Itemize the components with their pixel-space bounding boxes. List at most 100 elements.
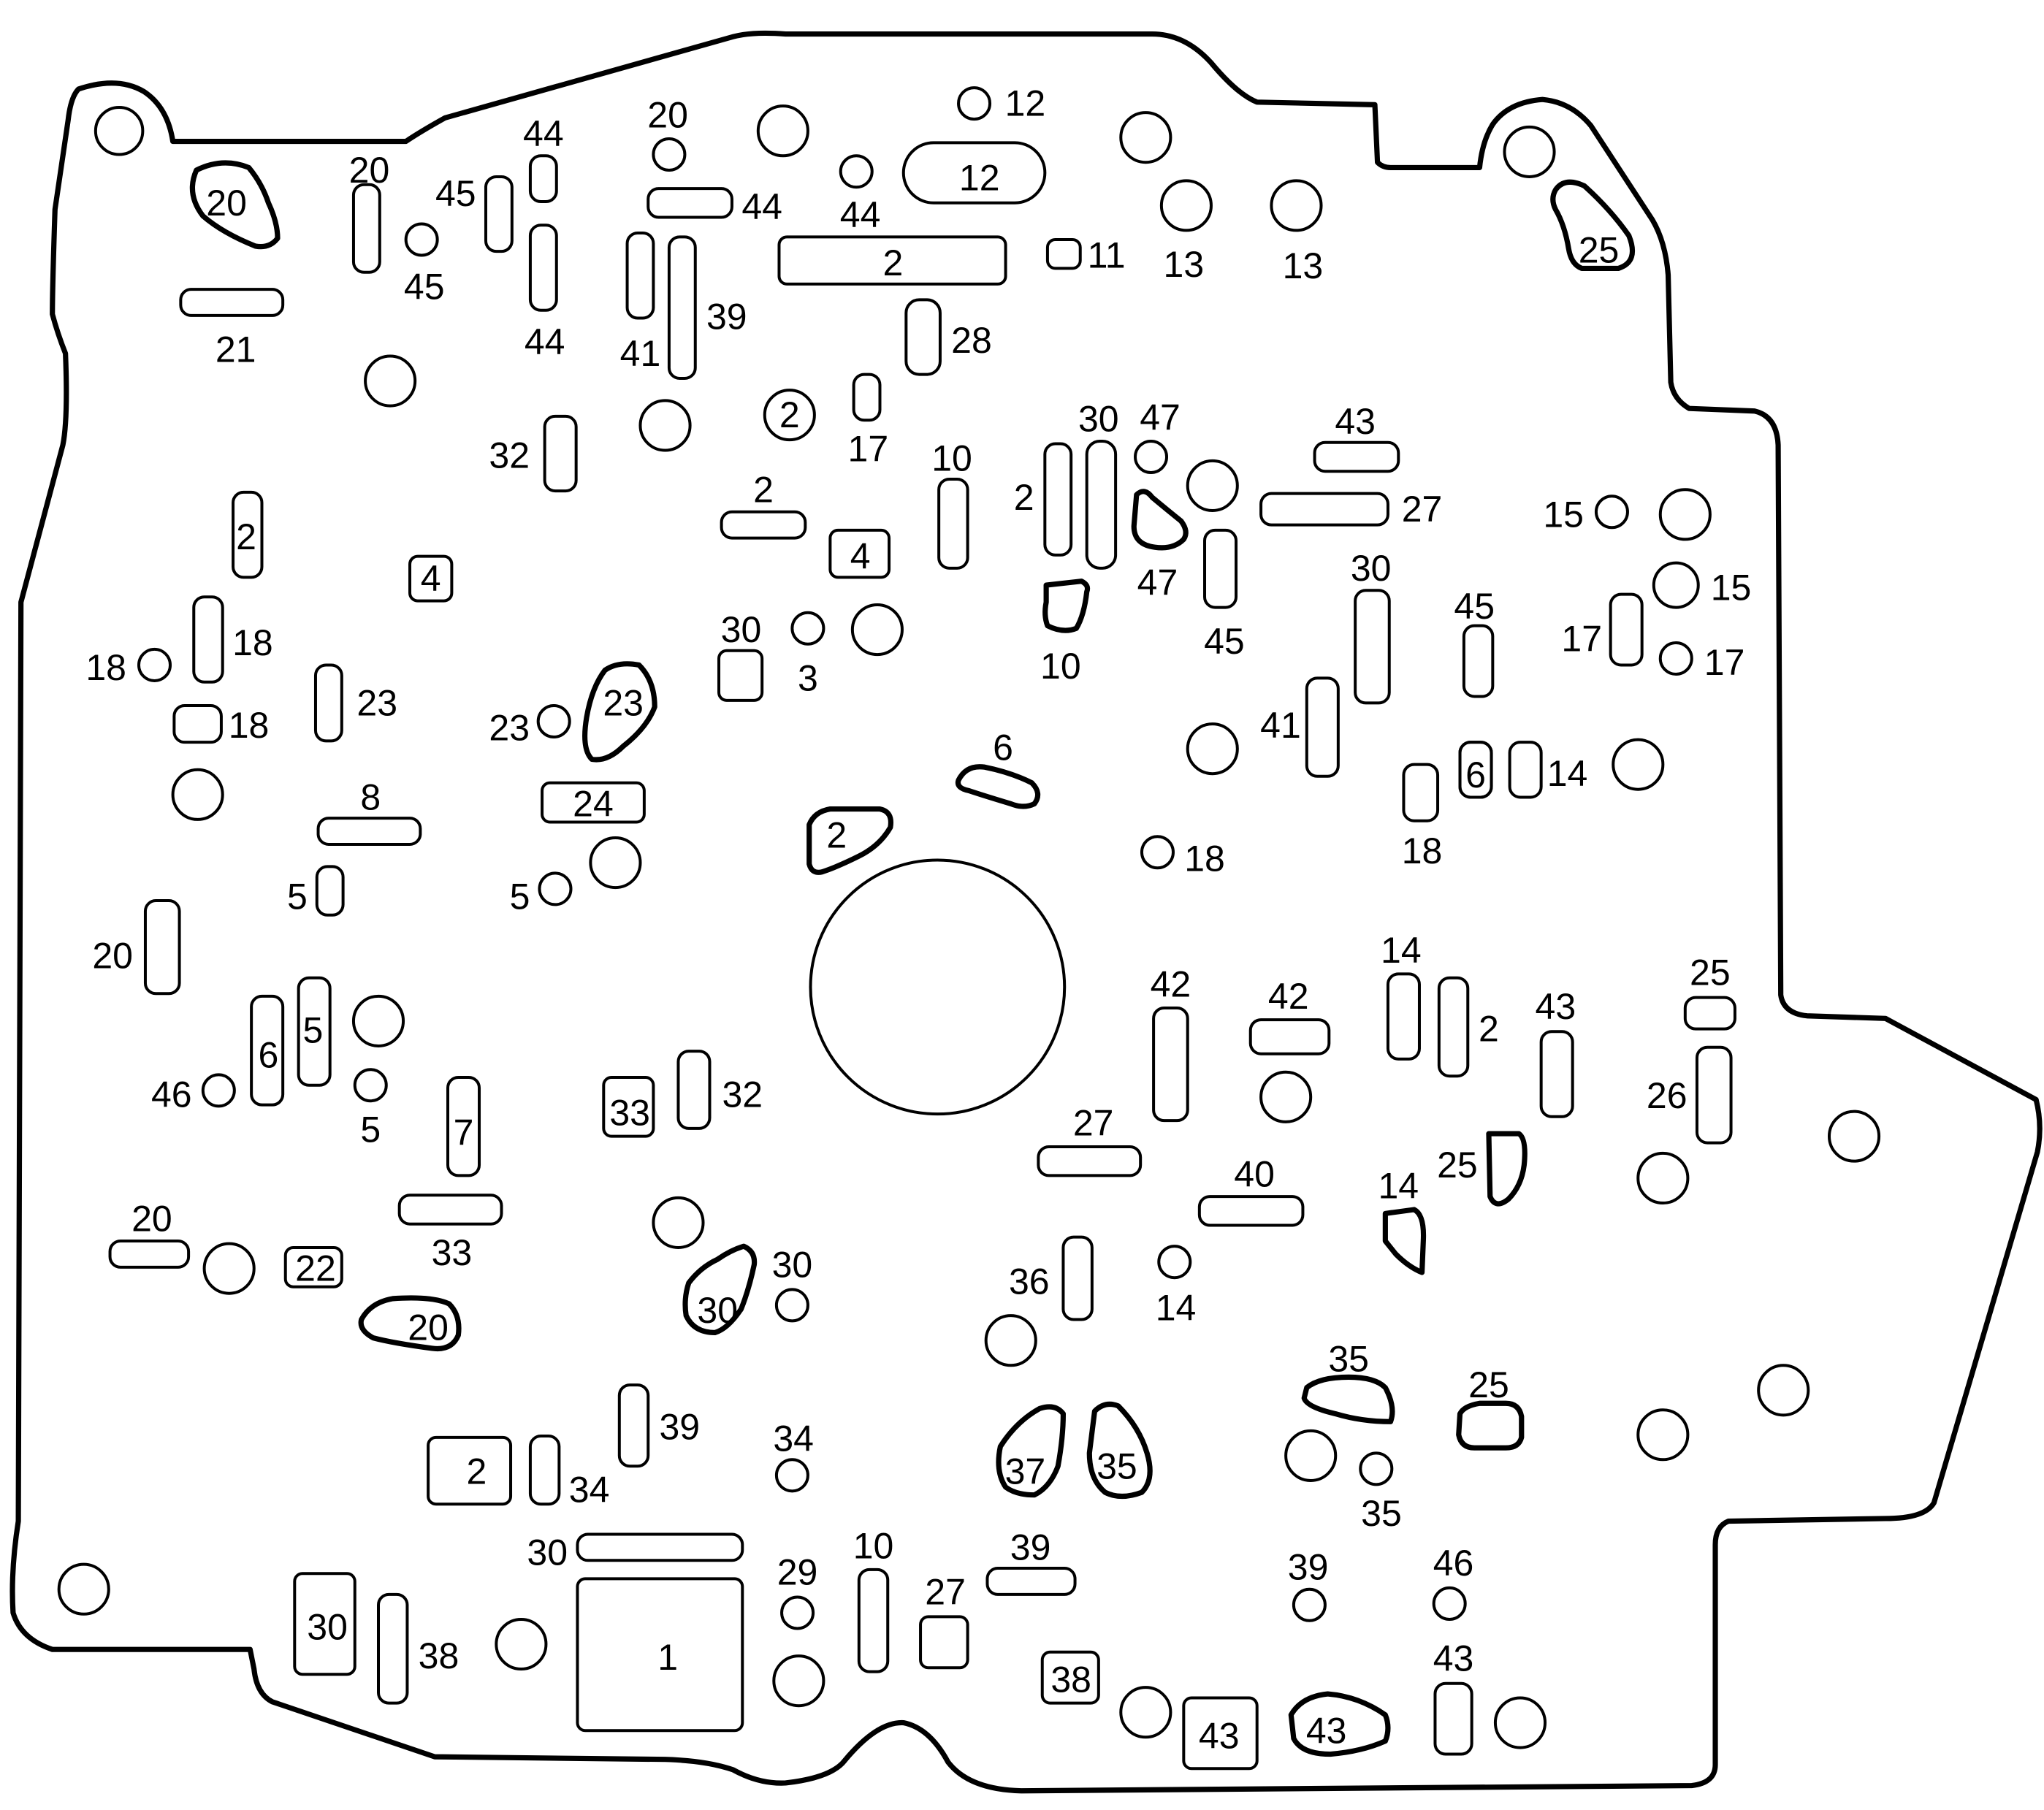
center-bore xyxy=(809,858,1067,1116)
callout-number: 23 xyxy=(356,682,397,723)
fluid-port xyxy=(777,235,1007,286)
fluid-passage xyxy=(806,806,893,875)
bolt-hole xyxy=(538,871,573,906)
callout-number: 18 xyxy=(229,705,270,746)
callout-number: 4 xyxy=(850,536,871,577)
fluid-port xyxy=(316,817,422,846)
fluid-port xyxy=(1043,442,1073,557)
fluid-port xyxy=(852,373,882,422)
bolt-hole xyxy=(57,1562,110,1616)
circled-label-marker xyxy=(763,389,816,442)
bolt-hole xyxy=(404,222,439,257)
bolt-hole xyxy=(1119,1686,1172,1739)
callout-number: 30 xyxy=(721,609,762,650)
fluid-port xyxy=(528,1435,561,1506)
callout-number: 33 xyxy=(609,1092,650,1133)
callout-number: 39 xyxy=(1010,1527,1051,1567)
callout-number: 6 xyxy=(259,1035,279,1076)
bolt-hole xyxy=(1493,1696,1547,1749)
fluid-port xyxy=(857,1567,890,1673)
fluid-port xyxy=(313,663,343,743)
bolt-hole xyxy=(1284,1429,1338,1482)
callout-number: 33 xyxy=(432,1232,473,1273)
bolt-hole xyxy=(1134,439,1169,474)
callout-number: 7 xyxy=(454,1112,474,1153)
callout-number: 29 xyxy=(777,1551,818,1592)
fluid-port xyxy=(576,1577,744,1733)
fluid-port xyxy=(1313,440,1400,473)
callout-number: 21 xyxy=(216,329,256,370)
callout-number: 27 xyxy=(1402,489,1443,530)
callout-number: 44 xyxy=(741,186,782,227)
fluid-passage xyxy=(1550,179,1636,271)
callout-number: 42 xyxy=(1151,964,1191,1005)
bolt-hole xyxy=(756,104,809,158)
bolt-hole xyxy=(1259,1070,1313,1123)
fluid-port xyxy=(179,288,285,317)
fluid-passage xyxy=(955,764,1041,809)
bolt-hole xyxy=(1292,1587,1327,1622)
fluid-port xyxy=(717,649,764,702)
callout-number: 20 xyxy=(408,1307,449,1348)
fluid-port xyxy=(647,187,733,219)
callout-number: 20 xyxy=(349,150,390,191)
callout-number: 28 xyxy=(951,320,992,361)
callout-number: 2 xyxy=(883,243,904,283)
callout-number: 5 xyxy=(287,877,308,917)
callout-number: 17 xyxy=(1561,619,1602,660)
fluid-port xyxy=(1085,439,1118,570)
fluid-port xyxy=(541,781,646,824)
fluid-port xyxy=(1437,976,1470,1078)
callout-number: 23 xyxy=(603,682,644,723)
bolt-hole xyxy=(353,1068,388,1103)
bolt-hole xyxy=(202,1242,256,1295)
fluid-port xyxy=(293,1572,356,1676)
fluid-port xyxy=(250,994,285,1107)
fluid-port xyxy=(602,1075,655,1138)
bolt-hole xyxy=(1757,1364,1810,1417)
callout-number: 6 xyxy=(1465,755,1486,795)
callout-number: 4 xyxy=(421,558,441,599)
callout-number: 44 xyxy=(840,194,881,235)
bolt-hole xyxy=(1432,1586,1467,1621)
callout-number: 30 xyxy=(697,1290,738,1331)
callout-number: 45 xyxy=(1204,621,1245,662)
callout-number: 46 xyxy=(1433,1543,1474,1584)
fluid-port xyxy=(617,1383,650,1468)
fluid-port xyxy=(720,510,807,540)
callout-number: 25 xyxy=(1468,1364,1509,1405)
callout-number: 14 xyxy=(1156,1287,1197,1328)
fluid-port xyxy=(1040,1650,1100,1705)
fluid-port xyxy=(1433,1681,1473,1756)
callout-number: 45 xyxy=(435,173,476,214)
callout-number: 39 xyxy=(706,297,747,337)
fluid-port xyxy=(172,703,223,744)
fluid-port xyxy=(528,154,558,203)
bolt-hole xyxy=(351,994,405,1047)
fluid-port xyxy=(108,1240,191,1269)
callout-number: 5 xyxy=(510,877,530,917)
fluid-passage xyxy=(682,1243,758,1336)
callout-number: 1 xyxy=(657,1637,678,1678)
callout-number: 47 xyxy=(1137,562,1178,603)
bolt-hole xyxy=(774,1458,809,1493)
callout-number: 36 xyxy=(1009,1261,1050,1302)
callout-number: 39 xyxy=(659,1406,700,1447)
fluid-port xyxy=(315,865,345,917)
callout-number: 18 xyxy=(232,622,273,663)
callout-number: 10 xyxy=(931,438,972,478)
fluid-port xyxy=(192,595,224,684)
callout-number: 44 xyxy=(525,321,565,362)
callout-number: 46 xyxy=(151,1074,192,1115)
callout-number: 37 xyxy=(1005,1451,1046,1492)
callout-number: 20 xyxy=(131,1199,172,1240)
bolt-hole xyxy=(638,399,692,452)
fluid-passage xyxy=(1042,578,1091,633)
callout-number: 26 xyxy=(1647,1075,1688,1116)
callout-number: 35 xyxy=(1328,1338,1369,1379)
bolt-hole xyxy=(1270,179,1323,232)
bolt-hole xyxy=(94,105,145,156)
callout-number: 15 xyxy=(1543,494,1584,535)
callout-number: 32 xyxy=(722,1074,763,1115)
callout-number: 18 xyxy=(85,647,126,688)
